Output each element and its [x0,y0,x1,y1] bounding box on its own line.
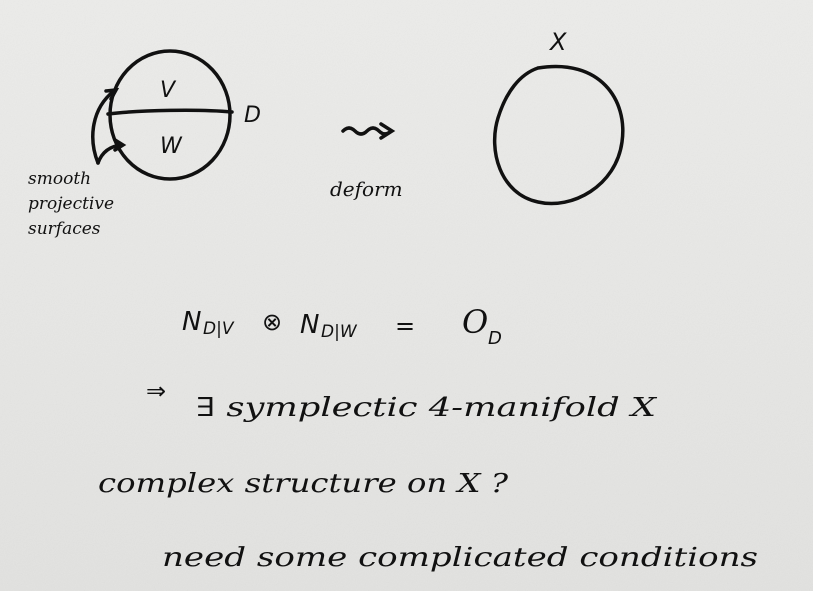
complicated-conditions-line: need some complicated conditions [162,543,758,573]
region-label-W: W [160,134,183,159]
eq-tensor: ⊗ [262,308,282,336]
annotation-arrowhead-upper [104,87,120,101]
right-circle [493,64,625,206]
annotation-surfaces: surfaces [28,219,101,239]
annotation-arrowhead-lower [113,138,127,152]
eq-O-sub: D [488,328,502,349]
region-label-V: V [160,78,177,103]
eq-O: O [462,303,488,341]
squiggle-arrow [341,126,393,136]
divisor-label-D: D [244,103,261,128]
deform-label: deform [330,177,403,201]
annotation-smooth: smooth [28,169,91,189]
annotation-projective: projective [28,194,114,214]
eq-N1-sub: D|V [203,319,235,339]
dividing-curve-D [106,108,234,116]
left-diagram [91,49,234,181]
complex-structure-question: complex structure on X ? [98,469,509,499]
eq-N2: N [300,310,319,340]
eq-equals: = [395,312,415,340]
squiggle-arrowhead [379,122,396,140]
deform-arrow [341,122,396,140]
left-ellipse [108,49,232,181]
exists-symplectic-line: ∃ symplectic 4-manifold X [196,393,658,423]
right-diagram [493,64,625,206]
eq-N2-sub: D|W [321,322,358,342]
implies-symbol: ⇒ [146,377,166,405]
eq-N1: N [182,307,201,337]
annotation-arrow-upper [91,89,116,165]
normal-bundle-equation: N D|V ⊗ N D|W = O D [182,303,502,349]
manifold-label-X: X [548,28,567,56]
